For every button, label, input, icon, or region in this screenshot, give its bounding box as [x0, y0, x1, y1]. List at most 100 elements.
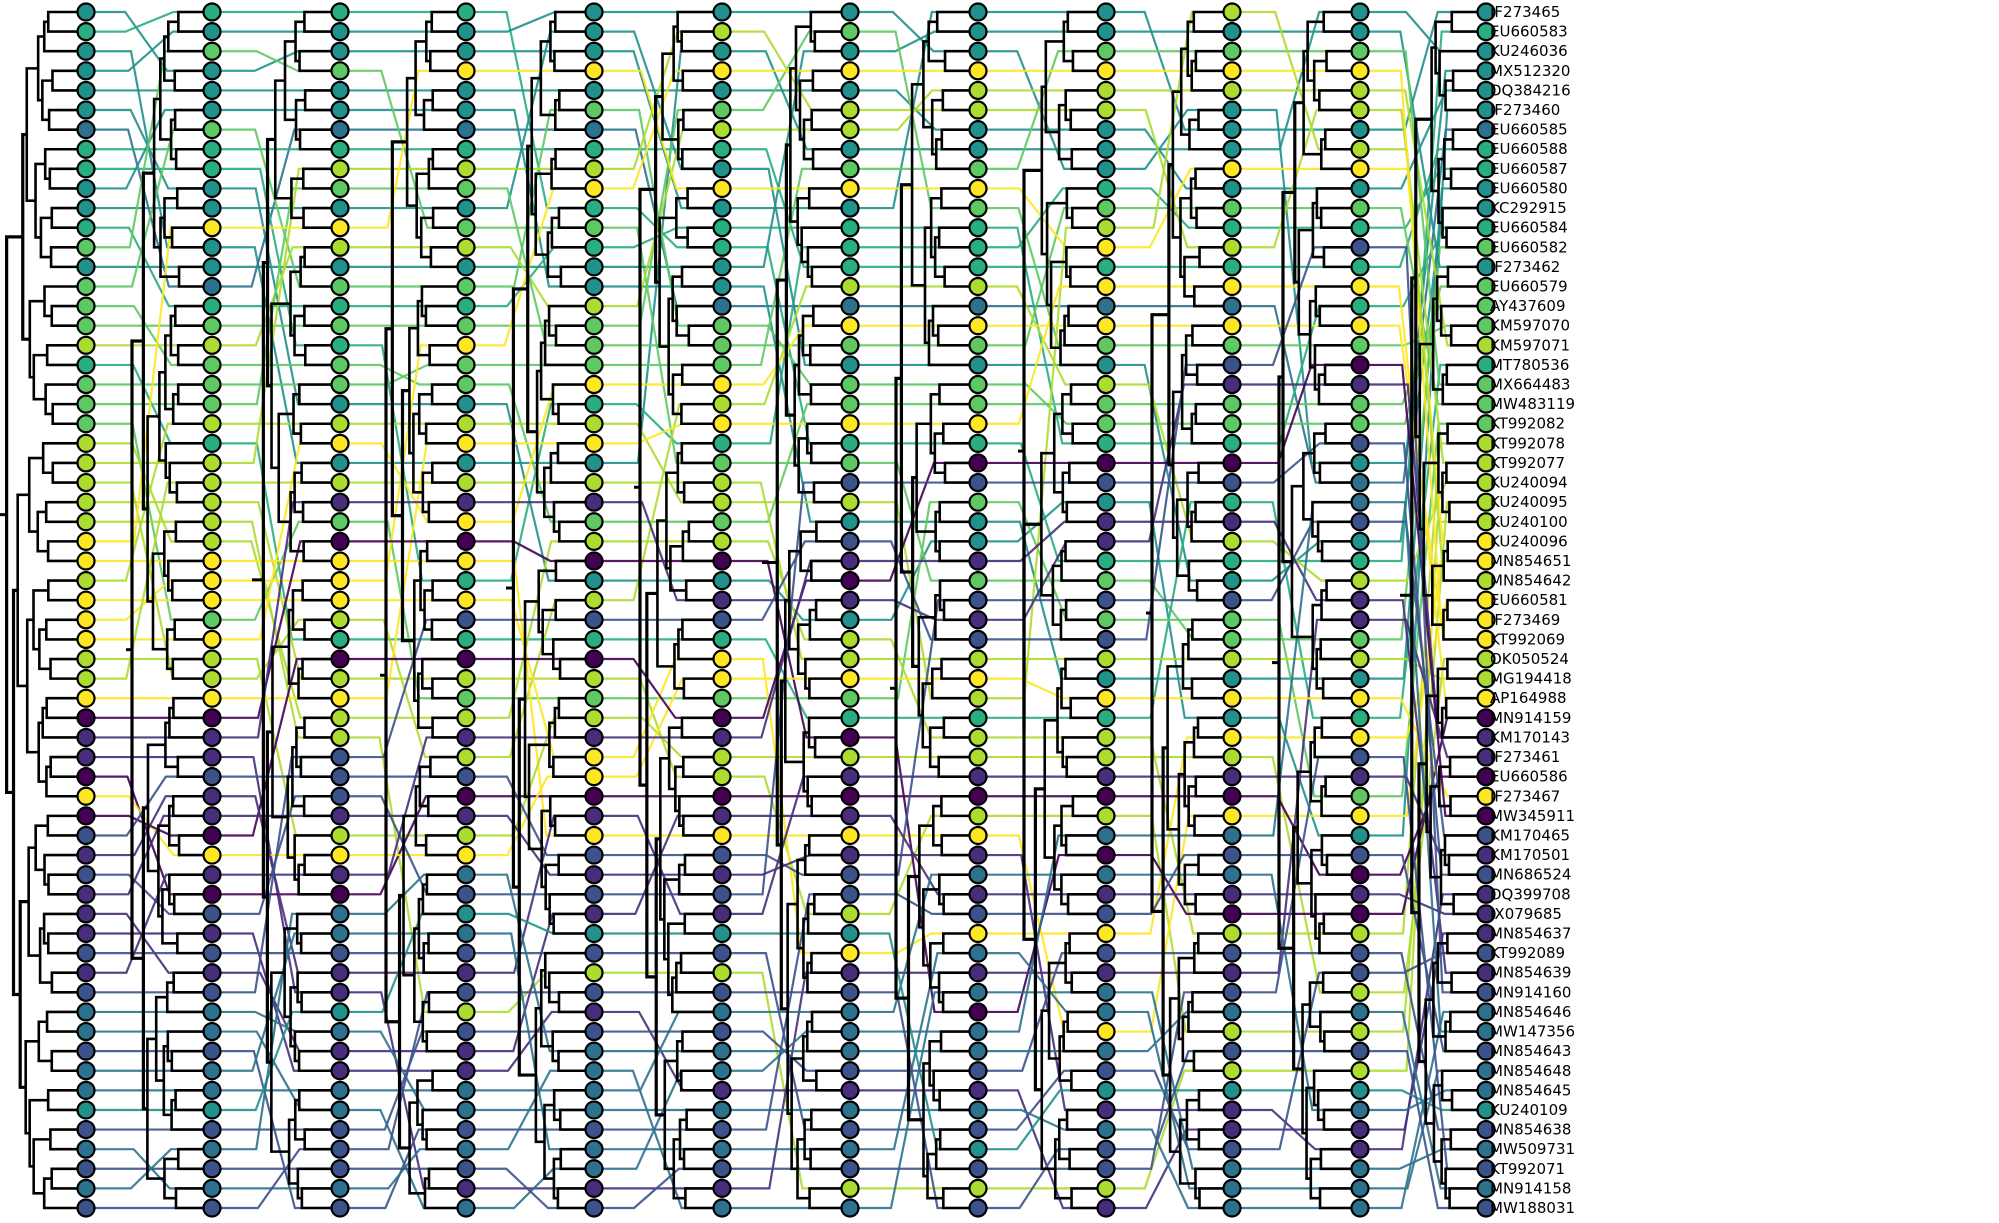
tip-marker: [1222, 982, 1242, 1002]
tree-branch: [1320, 540, 1352, 563]
tree-branch: [942, 1187, 970, 1210]
tip-marker: [76, 1139, 96, 1159]
tip-marker: [1096, 845, 1116, 865]
tree-branch: [175, 481, 204, 504]
tip-marker: [76, 610, 96, 630]
tip-marker: [1476, 1061, 1496, 1081]
tree-branch: [1441, 471, 1450, 514]
tree-branch: [1325, 853, 1352, 876]
tip-marker: [1350, 492, 1370, 512]
tip-marker: [1222, 492, 1242, 512]
tree-branch: [1325, 579, 1352, 602]
tree-branch: [414, 785, 427, 847]
tip-marker: [1222, 923, 1242, 944]
tree-branch: [678, 794, 714, 827]
tree-branch: [554, 324, 586, 347]
tip-marker: [712, 100, 732, 120]
tree-branch: [1069, 265, 1098, 288]
tree-branch: [681, 147, 714, 171]
tip-label: MN854645: [1490, 1081, 1571, 1099]
tip-label: KU240109: [1490, 1101, 1568, 1119]
tree-branch: [1446, 540, 1478, 563]
tip-marker: [840, 747, 860, 767]
tree-branch: [684, 579, 714, 602]
tip-marker: [1096, 80, 1116, 101]
tree-branch: [1179, 196, 1192, 278]
tip-marker: [1476, 708, 1496, 728]
tip-marker: [584, 825, 604, 846]
tree-branch: [1444, 79, 1478, 112]
tree-branch: [938, 873, 970, 906]
tip-label: KT992078: [1490, 434, 1565, 452]
tip-marker: [456, 610, 476, 630]
tip-marker: [1222, 276, 1242, 297]
tip-marker: [330, 139, 350, 159]
tree-branch: [553, 814, 586, 837]
tree-branch: [557, 696, 586, 720]
tip-label: MN914160: [1490, 983, 1571, 1001]
tip-marker: [712, 1061, 732, 1081]
tree-branch: [419, 216, 434, 259]
tip-marker: [840, 786, 860, 806]
tip-marker: [202, 806, 222, 826]
tree-branch: [302, 540, 332, 563]
connector-line: [730, 971, 842, 1190]
tip-marker: [1350, 1100, 1370, 1120]
tip-marker: [202, 159, 222, 179]
tip-marker: [456, 374, 476, 395]
tree-branch: [812, 304, 842, 328]
tip-marker: [1096, 296, 1116, 316]
tree-branch: [1060, 667, 1071, 710]
connector-line: [1240, 501, 1352, 719]
tip-marker: [584, 472, 604, 493]
tree-branch: [163, 35, 175, 82]
tree-branch: [806, 902, 842, 935]
tree-branch: [1442, 608, 1478, 641]
tree-branch: [168, 873, 204, 906]
tree-branch: [680, 30, 714, 53]
tree-branch: [553, 49, 586, 73]
tip-marker: [712, 120, 732, 140]
tip-marker: [840, 688, 860, 708]
tip-label: EU660582: [1490, 238, 1568, 256]
tree-branch: [1058, 1035, 1072, 1082]
tip-marker: [76, 845, 96, 865]
tip-label: DQ384216: [1490, 81, 1571, 99]
tip-marker: [1350, 139, 1370, 159]
tree-branch: [940, 128, 970, 151]
tip-marker: [1096, 1002, 1116, 1022]
tree-branch: [547, 304, 586, 337]
tree-branch: [932, 804, 942, 847]
tree-branch: [1068, 932, 1098, 955]
tree-branch: [682, 108, 714, 131]
tip-marker: [76, 806, 96, 826]
tip-marker: [202, 1021, 222, 1042]
tip-marker: [840, 1041, 860, 1061]
tip-marker: [712, 237, 732, 257]
tip-label: EU660585: [1490, 121, 1568, 139]
tip-marker: [712, 335, 732, 355]
tip-marker: [330, 708, 350, 728]
tip-marker: [968, 825, 988, 846]
tree-branch: [417, 897, 424, 960]
tip-marker: [1096, 649, 1116, 669]
tip-marker: [202, 1100, 222, 1120]
tree-branch: [158, 370, 166, 462]
tree-branch: [802, 917, 809, 979]
tree-branch: [556, 442, 586, 465]
tip-marker: [330, 688, 350, 708]
tip-marker: [202, 1041, 222, 1061]
tip-label: KU246036: [1490, 42, 1568, 60]
tree-branch: [552, 755, 586, 778]
tree-branch: [418, 765, 431, 808]
tip-marker: [76, 472, 96, 493]
tip-marker: [1350, 120, 1370, 140]
tree-branch: [1071, 49, 1098, 73]
tip-marker: [584, 767, 604, 787]
tip-marker: [456, 767, 476, 787]
tip-label: MN854639: [1490, 964, 1571, 982]
tip-marker: [840, 708, 860, 728]
tree-branch: [1322, 1108, 1352, 1131]
tip-marker: [968, 159, 988, 179]
tree-branch: [293, 471, 304, 514]
